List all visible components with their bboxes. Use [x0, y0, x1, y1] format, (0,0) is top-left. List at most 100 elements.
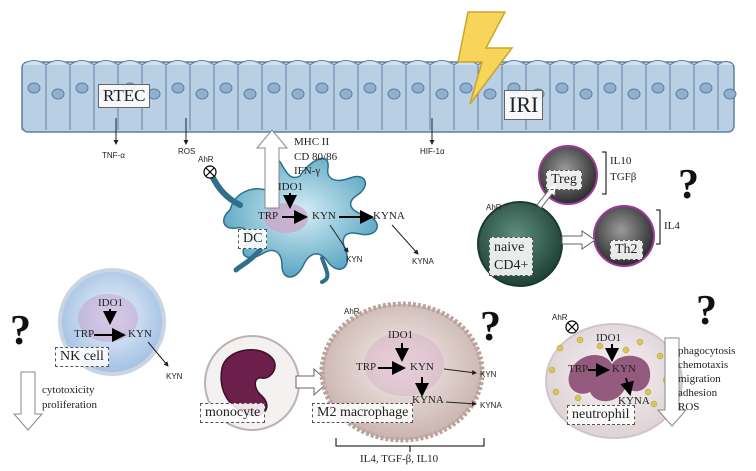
neutrophil-label: neutrophil — [567, 405, 635, 425]
epithelial-cell-nucleus — [483, 88, 497, 100]
epithelial-cell-nucleus — [723, 88, 737, 100]
m2-macrophage-label: M2 macrophage — [312, 403, 414, 423]
neutrophil-effect-1: phagocytosis — [678, 345, 736, 357]
naive-ahr-label: AhR — [486, 203, 502, 212]
monocyte-label: monocyte — [200, 403, 266, 423]
epithelial-cell-nucleus — [243, 88, 257, 100]
neutrophil-granule — [548, 366, 556, 374]
dc-marker-1: MHC II — [294, 136, 330, 148]
naive-to-th2-arrow — [561, 230, 596, 250]
neutrophil-granule — [596, 342, 604, 350]
naive-to-treg-arrow — [536, 183, 557, 209]
epithelial-cell-nucleus — [363, 82, 377, 94]
hif-label: HIF-1α — [420, 147, 445, 156]
epithelium-layer — [21, 60, 737, 133]
neutrophil-question-mark: ? — [696, 288, 717, 334]
neutrophil-granule — [576, 336, 584, 344]
neutrophil-granule — [574, 394, 582, 402]
dc-out-kyn: KYN — [346, 255, 363, 264]
dc-trp: TRP — [258, 210, 279, 222]
epithelial-cell-nucleus — [651, 82, 665, 94]
macrophage-kyna: KYNA — [412, 394, 444, 406]
neutrophil-effect-5: ROS — [678, 401, 700, 413]
nk-ido1: IDO1 — [98, 297, 124, 309]
epithelial-cell-nucleus — [339, 88, 353, 100]
epithelial-cell-nucleus — [555, 82, 569, 94]
epithelial-cell-nucleus — [627, 88, 641, 100]
nk-trp: TRP — [74, 328, 95, 340]
neutrophil-granule — [622, 346, 630, 354]
dc-label: DC — [238, 229, 268, 249]
epithelial-cell-nucleus — [171, 82, 185, 94]
nk-label: NK cell — [55, 347, 109, 367]
macrophage-cytokines: IL4, TGF-β, IL10 — [360, 453, 439, 465]
neutrophil-granule — [656, 352, 664, 360]
rtec-label: RTEC — [98, 84, 151, 108]
th2-label: Th2 — [610, 240, 643, 260]
epithelial-cell-nucleus — [435, 88, 449, 100]
epithelial-cell-nucleus — [675, 88, 689, 100]
macrophage-ido1: IDO1 — [388, 329, 414, 341]
tcell-question-mark: ? — [678, 162, 699, 208]
epithelial-cell-nucleus — [291, 88, 305, 100]
epithelial-cell-nucleus — [603, 82, 617, 94]
tnf-alpha-label: TNF-α — [102, 151, 125, 160]
monocyte-to-macrophage-arrow — [295, 367, 329, 397]
dc-out-kyna: KYNA — [412, 257, 434, 266]
dc-marker-2: CD 80/86 — [294, 151, 338, 163]
neutrophil-granule — [556, 344, 564, 352]
epithelial-cell-nucleus — [459, 82, 473, 94]
macrophage-question-mark: ? — [480, 304, 501, 350]
dc-kyn: KYN — [312, 210, 336, 222]
iri-label: IRI — [504, 90, 544, 120]
dc-kyna: KYNA — [373, 210, 405, 222]
epithelial-cell-nucleus — [27, 82, 41, 94]
dc-marker-3: IFN-γ — [294, 165, 321, 177]
neutrophil-granule — [636, 338, 644, 346]
epithelial-cell-nucleus — [267, 82, 281, 94]
naive-label-line2: CD4+ — [494, 257, 529, 273]
macrophage-trp: TRP — [356, 361, 377, 373]
nk-effect-1: cytotoxicity — [42, 384, 95, 396]
dc-secretion-arrow — [255, 129, 289, 209]
macrophage-out-kyna: KYNA — [480, 401, 502, 410]
macrophage-out-kyn: KYN — [480, 370, 497, 379]
dc-ahr-label: AhR — [198, 155, 214, 164]
nk-out-kyn: KYN — [166, 372, 183, 381]
neutrophil-effect-4: adhesion — [678, 387, 718, 399]
neutrophil-effect-2: chemotaxis — [678, 359, 729, 371]
epithelial-cell-nucleus — [75, 82, 89, 94]
neutrophil-ido1: IDO1 — [596, 332, 622, 344]
neutrophil-kyna: KYNA — [618, 395, 650, 407]
macrophage-kyn: KYN — [410, 361, 434, 373]
nk-kyn: KYN — [128, 328, 152, 340]
neutrophil-down-arrow — [656, 337, 688, 427]
naive-label-line1: naive — [494, 240, 525, 255]
epithelial-cell-nucleus — [219, 82, 233, 94]
naive-cd4-label: naive CD4+ — [489, 237, 534, 276]
neutrophil-kyn: KYN — [612, 363, 636, 375]
ros-label: ROS — [178, 147, 196, 156]
epithelial-cell-nucleus — [315, 82, 329, 94]
neutrophil-effect-3: migration — [678, 373, 721, 385]
epithelial-cell-nucleus — [579, 88, 593, 100]
epithelial-cell-nucleus — [195, 88, 209, 100]
treg-cytokine-2: TGFβ — [610, 171, 637, 183]
epithelial-cell-nucleus — [51, 88, 65, 100]
treg-cytokine-1: IL10 — [610, 155, 632, 167]
macrophage-ahr-label: AhR — [344, 307, 360, 316]
lightning-bolt-icon — [457, 11, 514, 105]
neutrophil-trp: TRP — [568, 363, 589, 375]
dc-ido1: IDO1 — [278, 181, 304, 193]
neutrophil-granule — [650, 400, 658, 408]
neutrophil-granule — [552, 388, 560, 396]
neutrophil-ahr-label: AhR — [552, 313, 568, 322]
treg-label: Treg — [546, 170, 582, 190]
epithelial-cell-nucleus — [699, 82, 713, 94]
nk-down-arrow — [12, 371, 44, 431]
th2-cytokine: IL4 — [664, 220, 680, 232]
nk-question-mark: ? — [10, 308, 31, 354]
epithelial-cell-nucleus — [411, 82, 425, 94]
nk-effect-2: proliferation — [42, 399, 97, 411]
